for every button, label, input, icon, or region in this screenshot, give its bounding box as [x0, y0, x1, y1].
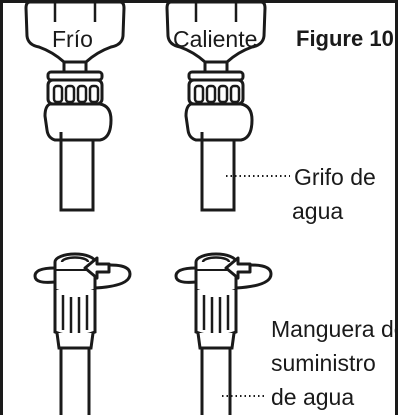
hose-coupling-icon: [174, 252, 273, 415]
hose-callout-line-3: de agua: [271, 384, 355, 410]
hot-tap-label: Caliente: [173, 26, 258, 52]
frame-right-border: [395, 0, 398, 415]
cold-tap-label: Frío: [52, 26, 93, 52]
hose-callout-line-2: suministro: [271, 350, 376, 376]
hose-coupling-icon: [33, 252, 132, 415]
frame-left-border: [0, 0, 3, 415]
faucet-callout-line-2: agua: [292, 198, 344, 224]
figure-title: Figure 10: [296, 26, 394, 51]
hose-callout-line-1: Manguera de: [271, 316, 398, 342]
faucet-callout-line-1: Grifo de: [294, 164, 376, 190]
